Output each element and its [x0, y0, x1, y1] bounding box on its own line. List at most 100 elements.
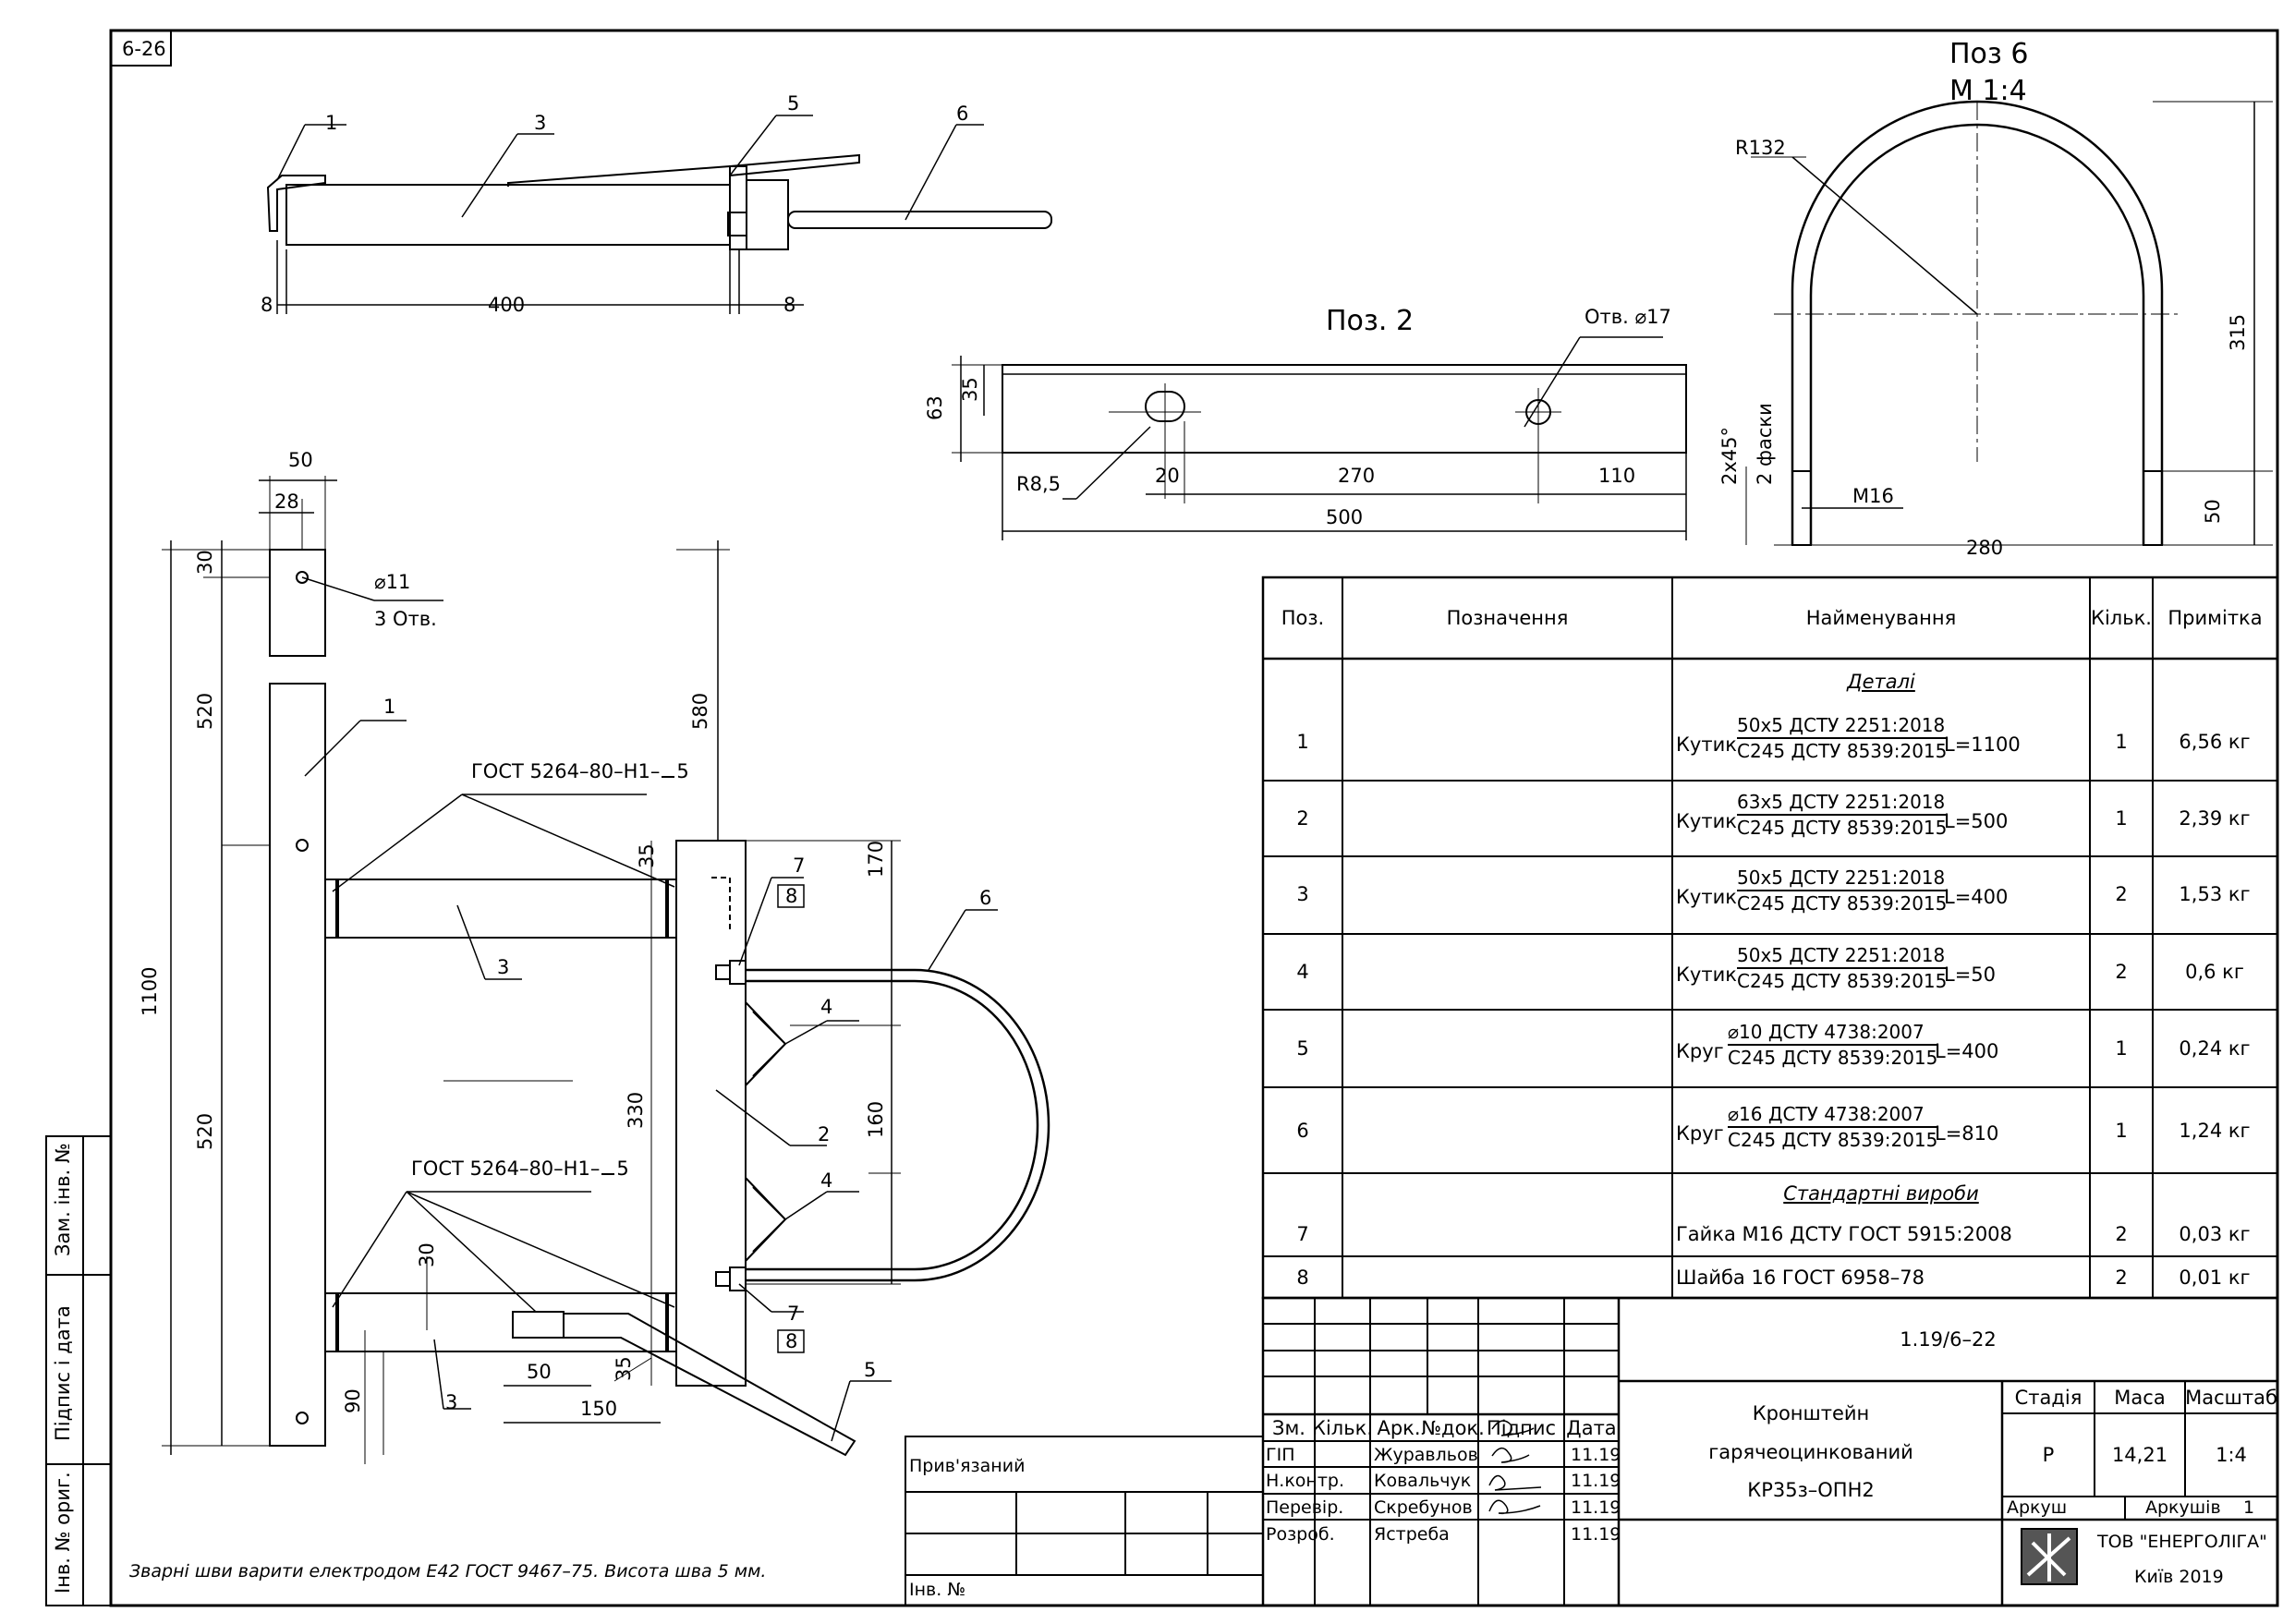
- spec-note: 0,01 кг: [2179, 1266, 2251, 1289]
- pos2-title: Поз. 2: [1326, 305, 1415, 337]
- signatures: [1488, 1420, 1542, 1515]
- stamp-zam-inv: Зам. інв. №: [52, 1143, 74, 1256]
- inv-no-label: Інв. №: [909, 1580, 966, 1600]
- spec-qty: 2: [2115, 1266, 2128, 1289]
- main-leader-7a: 7: [793, 854, 806, 877]
- main-dim-30: 30: [194, 550, 216, 575]
- doc-name-line1: Кронштейн: [1752, 1402, 1870, 1424]
- spec-pos: 6: [1296, 1120, 1309, 1142]
- spec-header-qty: Кільк.: [2091, 607, 2152, 629]
- top-dim-8b: 8: [783, 294, 796, 316]
- top-leader-6: 6: [956, 103, 969, 125]
- main-leader-2: 2: [818, 1123, 831, 1145]
- pos2-dim-35: 35: [959, 377, 981, 402]
- spec-pos: 3: [1296, 883, 1309, 905]
- main-hole-count: 3 Отв.: [374, 608, 437, 630]
- pos2-radius-label: R8,5: [1016, 473, 1061, 495]
- main-hole-dia: ⌀11: [374, 571, 411, 593]
- spec-note: 0,03 кг: [2179, 1223, 2251, 1245]
- top-leader-1: 1: [325, 112, 338, 134]
- pos2-view: [952, 336, 1687, 540]
- spec-pos: 1: [1296, 731, 1309, 753]
- spec-header-name: Найменування: [1805, 607, 1957, 629]
- stamp-signature-date: Підпис і дата: [52, 1305, 74, 1441]
- spec-kind: Круг: [1676, 1040, 1724, 1062]
- spec-note: 2,39 кг: [2179, 807, 2251, 830]
- signer-role: Перевір.: [1266, 1497, 1344, 1518]
- col-header-date: Дата: [1566, 1416, 1617, 1439]
- sheet-code-box: [110, 30, 172, 67]
- main-dim-28: 28: [274, 491, 299, 513]
- spec-length: L=50: [1944, 963, 1997, 986]
- doc-code: 1.19/6–22: [1900, 1328, 1997, 1351]
- mass-label: Маса: [2114, 1386, 2166, 1409]
- main-leader-7b: 7: [787, 1303, 800, 1325]
- mass-value: 14,21: [2111, 1444, 2168, 1466]
- side-stamp-frame: [45, 1135, 112, 1606]
- main-leader-3b: 3: [445, 1391, 458, 1413]
- stage-label: Стадія: [2014, 1386, 2082, 1409]
- city-year: Київ 2019: [2134, 1567, 2224, 1587]
- sheet-label: Аркуш: [2007, 1497, 2068, 1518]
- spec-qty: 1: [2115, 1037, 2128, 1060]
- col-header-sign: Підпис: [1486, 1416, 1557, 1439]
- top-leader-5: 5: [787, 92, 800, 115]
- spec-qty: 1: [2115, 807, 2128, 830]
- main-dim-50b: 50: [527, 1361, 552, 1383]
- spec-section-details: Деталі: [1847, 671, 1915, 693]
- main-dim-330: 330: [625, 1091, 647, 1129]
- main-dim-35a: 35: [636, 843, 658, 868]
- signer-role: Н.контр.: [1266, 1471, 1345, 1491]
- spec-header-note: Примітка: [2168, 607, 2263, 629]
- main-dim-150: 150: [580, 1398, 618, 1420]
- weld-label-bottom: ГОСТ 5264–80–Н1–5: [411, 1157, 629, 1180]
- scale-label: Масштаб: [2185, 1386, 2277, 1409]
- pos2-hole-label: Отв. ⌀17: [1585, 306, 1671, 328]
- signer-name: Скребунов: [1374, 1497, 1473, 1518]
- signer-role: Розроб.: [1266, 1524, 1335, 1545]
- spec-qty: 2: [2115, 883, 2128, 905]
- main-leader-6: 6: [979, 887, 992, 909]
- signer-name: Ковальчук: [1374, 1471, 1472, 1491]
- spec-pos: 2: [1296, 807, 1309, 830]
- pos6-dim-50: 50: [2202, 499, 2224, 524]
- spec-note: 1,24 кг: [2179, 1120, 2251, 1142]
- pos6-view: [1745, 100, 2273, 546]
- pos2-dim-270: 270: [1338, 465, 1376, 487]
- sheet-code: 6-26: [122, 38, 166, 60]
- spec-kind: Кутик: [1676, 733, 1737, 756]
- main-leader-4a: 4: [820, 996, 833, 1018]
- spec-qty: 1: [2115, 731, 2128, 753]
- spec-header-pos: Поз.: [1281, 607, 1325, 629]
- company-name: ТОВ "ЕНЕРГОЛІГА": [2097, 1532, 2267, 1552]
- spec-note: 6,56 кг: [2179, 731, 2251, 753]
- spec-pos: 7: [1296, 1223, 1309, 1245]
- spec-length: L=500: [1944, 810, 2009, 832]
- weld-label-top: ГОСТ 5264–80–Н1–5: [471, 760, 689, 782]
- main-dim-30b: 30: [416, 1242, 438, 1267]
- top-dim-400: 400: [488, 294, 526, 316]
- main-dim-160: 160: [865, 1100, 887, 1138]
- attached-label: Прив'язаний: [909, 1456, 1026, 1476]
- signer-date: 11.19: [1571, 1524, 1621, 1545]
- scale-value: 1:4: [2216, 1444, 2247, 1466]
- pos6-thread: M16: [1852, 485, 1894, 507]
- spec-length: L=400: [1944, 886, 2009, 908]
- signer-date: 11.19: [1571, 1497, 1621, 1518]
- spec-kind: Кутик: [1676, 810, 1737, 832]
- spec-pos: 4: [1296, 961, 1309, 983]
- pos6-chamfer: 2x45°: [1718, 426, 1741, 485]
- spec-std-name: Гайка М16 ДСТУ ГОСТ 5915:2008: [1676, 1223, 2012, 1245]
- main-dim-50: 50: [288, 449, 313, 471]
- main-leader-1: 1: [383, 696, 396, 718]
- title-block-lines: [905, 1296, 2279, 1607]
- signer-name: Ястреба: [1374, 1524, 1450, 1545]
- main-leader-8b: 8: [785, 1330, 798, 1352]
- spec-qty: 2: [2115, 1223, 2128, 1245]
- spec-std-name: Шайба 16 ГОСТ 6958–78: [1676, 1266, 1925, 1289]
